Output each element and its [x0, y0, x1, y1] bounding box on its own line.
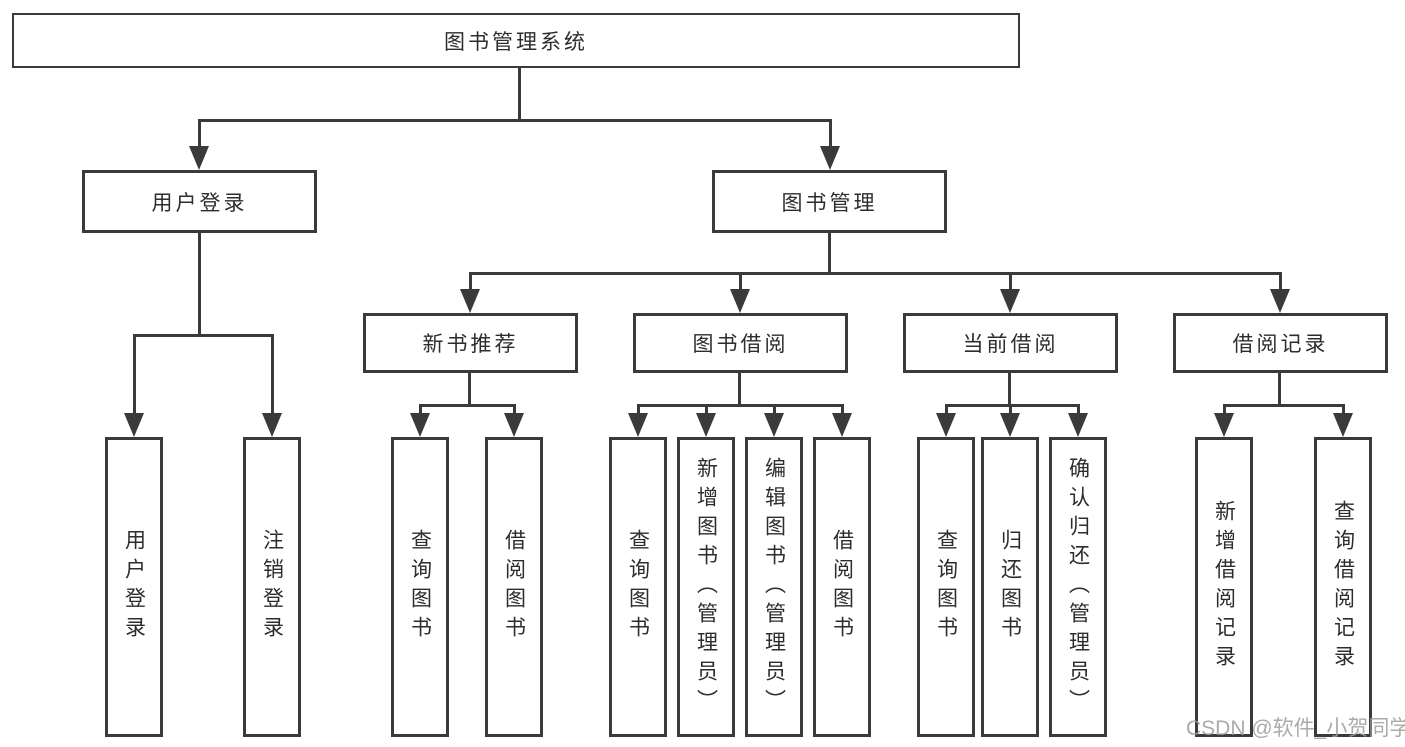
connector-g2-drop [841, 404, 844, 415]
node-book-borrow: 图书借阅 [633, 313, 848, 373]
node-current-borrow-label: 当前借阅 [962, 333, 1059, 356]
arrow-down-icon [696, 413, 716, 437]
connector-login-leaf-drop [133, 334, 136, 415]
node-root-label: 图书管理系统 [444, 30, 588, 54]
connector-g3-stem [1008, 372, 1011, 406]
connector-g4-rail [1223, 404, 1344, 407]
connector-g2-drop [705, 404, 708, 415]
connector-root-stem [518, 68, 521, 121]
leaf-query-borrow-record: 查询借阅记录 [1314, 437, 1372, 737]
leaf-edit-book-admin: 编辑图书（管理员） [745, 437, 803, 737]
leaf-user-login: 用户登录 [105, 437, 163, 737]
arrow-down-icon [1068, 413, 1088, 437]
connector-g1-rail [419, 404, 516, 407]
connector-g2-drop [637, 404, 640, 415]
connector-g3-drop [1077, 404, 1080, 415]
arrow-down-icon [1000, 289, 1020, 313]
node-user-login-label: 用户登录 [151, 191, 248, 215]
connector-mgmt-drop [829, 119, 832, 148]
arrow-down-icon [1333, 413, 1353, 437]
leaf-add-book-admin: 新增图书（管理员） [677, 437, 735, 737]
leaf-query-books-borrow: 查询图书 [609, 437, 667, 737]
connector-g3-rail [945, 404, 1080, 407]
leaf-logout: 注销登录 [243, 437, 301, 737]
leaf-confirm-return-admin-label: 确认归还（管理员） [1066, 456, 1090, 718]
arrow-down-icon [628, 413, 648, 437]
leaf-borrow-books-label: 借阅图书 [830, 529, 854, 645]
node-borrow-records: 借阅记录 [1173, 313, 1388, 373]
arrow-down-icon [1000, 413, 1020, 437]
arrow-down-icon [262, 413, 282, 437]
leaf-query-books-current-label: 查询图书 [934, 529, 958, 645]
connector-g1-drop [513, 404, 516, 415]
connector-g4-stem [1278, 372, 1281, 406]
leaf-query-borrow-record-label: 查询借阅记录 [1331, 500, 1355, 674]
watermark: CSDN @软件_小贺同学 [1186, 717, 1405, 740]
arrow-down-icon [730, 289, 750, 313]
arrow-down-icon [820, 146, 840, 170]
leaf-borrow-books: 借阅图书 [813, 437, 871, 737]
leaf-borrow-books-recommend: 借阅图书 [485, 437, 543, 737]
arrow-down-icon [936, 413, 956, 437]
node-book-borrow-label: 图书借阅 [692, 333, 789, 356]
node-new-book-recommend: 新书推荐 [363, 313, 578, 373]
leaf-return-books: 归还图书 [981, 437, 1039, 737]
connector-g2-rail [637, 404, 844, 407]
connector-mgmt-stem [828, 233, 831, 274]
node-current-borrow: 当前借阅 [903, 313, 1118, 373]
connector-group-drop [1009, 272, 1012, 291]
connector-level2-rail [198, 119, 832, 122]
node-root: 图书管理系统 [12, 13, 1020, 68]
leaf-logout-label: 注销登录 [260, 529, 284, 645]
leaf-add-borrow-record: 新增借阅记录 [1195, 437, 1253, 737]
connector-g2-drop [773, 404, 776, 415]
leaf-query-books-borrow-label: 查询图书 [626, 529, 650, 645]
connector-login-rail [133, 334, 274, 337]
leaf-confirm-return-admin: 确认归还（管理员） [1049, 437, 1107, 737]
connector-g3-drop [1009, 404, 1012, 415]
connector-login-drop [198, 119, 201, 148]
connector-group-drop [469, 272, 472, 291]
connector-g3-drop [945, 404, 948, 415]
leaf-user-login-label: 用户登录 [122, 529, 146, 645]
leaf-query-books-current: 查询图书 [917, 437, 975, 737]
leaf-add-book-admin-label: 新增图书（管理员） [694, 456, 718, 718]
connector-g4-drop [1223, 404, 1226, 415]
connector-g4-drop [1342, 404, 1345, 415]
connector-g2-stem [738, 372, 741, 406]
node-new-book-recommend-label: 新书推荐 [422, 333, 519, 356]
arrow-down-icon [410, 413, 430, 437]
connector-groups-rail [469, 272, 1281, 275]
leaf-query-books-recommend: 查询图书 [391, 437, 449, 737]
connector-g1-stem [468, 372, 471, 406]
leaf-borrow-books-recommend-label: 借阅图书 [502, 529, 526, 645]
arrow-down-icon [189, 146, 209, 170]
leaf-return-books-label: 归还图书 [998, 529, 1022, 645]
arrow-down-icon [460, 289, 480, 313]
leaf-query-books-recommend-label: 查询图书 [408, 529, 432, 645]
node-book-mgmt-branch: 图书管理 [712, 170, 947, 233]
node-book-mgmt-label: 图书管理 [781, 191, 878, 215]
leaf-add-borrow-record-label: 新增借阅记录 [1212, 500, 1236, 674]
leaf-edit-book-admin-label: 编辑图书（管理员） [762, 456, 786, 718]
arrow-down-icon [1214, 413, 1234, 437]
arrow-down-icon [832, 413, 852, 437]
connector-login-stem [198, 233, 201, 336]
node-borrow-records-label: 借阅记录 [1232, 333, 1329, 356]
connector-group-drop [739, 272, 742, 291]
connector-group-drop [1279, 272, 1282, 291]
arrow-down-icon [504, 413, 524, 437]
arrow-down-icon [764, 413, 784, 437]
arrow-down-icon [1270, 289, 1290, 313]
arrow-down-icon [124, 413, 144, 437]
connector-login-leaf-drop [271, 334, 274, 415]
connector-g1-drop [419, 404, 422, 415]
node-user-login-branch: 用户登录 [82, 170, 317, 233]
